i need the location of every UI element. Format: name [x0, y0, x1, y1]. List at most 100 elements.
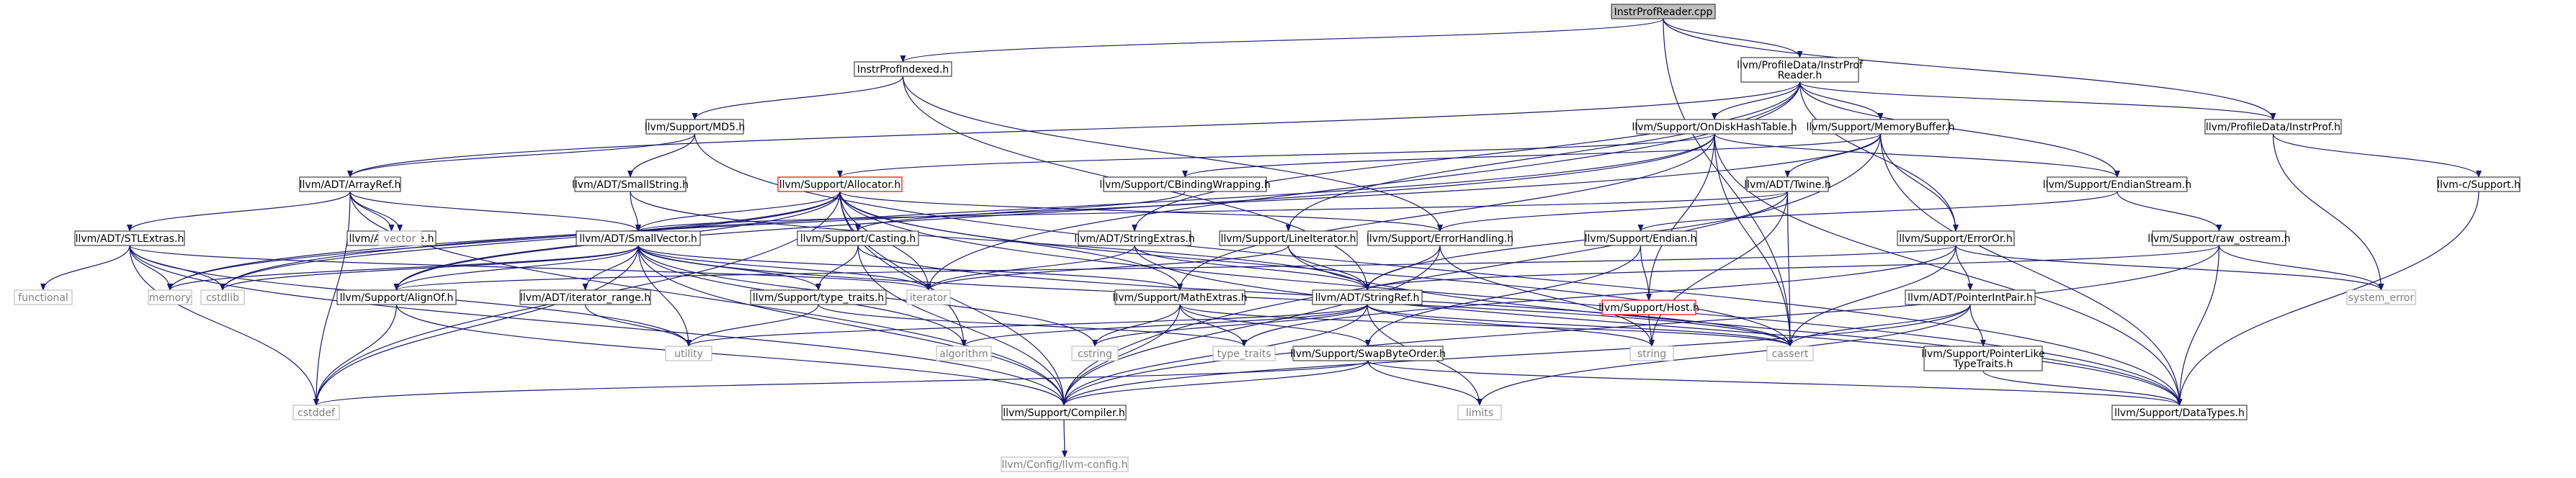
edge-twine-to-cassert: [1786, 191, 1793, 347]
node-label-md5-0: llvm/Support/MD5.h: [645, 122, 746, 133]
node-errorhandling[interactable]: llvm/Support/ErrorHandling.h: [1367, 230, 1513, 246]
edge-instrprof-to-csupport: [2272, 133, 2482, 178]
node-label-smallstring-0: llvm/ADT/SmallString.h: [572, 179, 689, 191]
node-label-mathextras-0: llvm/Support/MathExtras.h: [1112, 292, 1247, 304]
node-swapbyteorder[interactable]: llvm/Support/SwapByteOrder.h: [1290, 346, 1446, 361]
node-endianstream[interactable]: llvm/Support/EndianStream.h: [2043, 176, 2191, 192]
node-stringref[interactable]: llvm/ADT/StringRef.h: [1312, 289, 1423, 305]
edge-stringref-to-string: [1367, 304, 1655, 347]
edge-stringextras-to-iterator: [926, 245, 1135, 291]
node-limits: limits: [1457, 405, 1502, 420]
node-box-stlextras: [74, 230, 185, 246]
edge-smallvector-to-mathextras: [638, 245, 1183, 291]
edge-swapbyteorder-to-compiler: [1061, 360, 1369, 406]
edge-stringref-to-cassert: [1367, 304, 1793, 347]
edge-cbinding-to-casting: [855, 191, 1186, 232]
edge-mathextras-to-cstring: [1092, 304, 1181, 347]
node-label-twine-0: llvm/ADT/Twine.h: [1744, 179, 1830, 191]
edge-erroror-to-alignof: [394, 245, 1956, 291]
node-box-csupport: [2437, 176, 2521, 192]
node-compiler[interactable]: llvm/Support/Compiler.h: [1001, 405, 1127, 420]
node-twine[interactable]: llvm/ADT/Twine.h: [1744, 176, 1831, 192]
edge-compiler-to-llvmconfig: [1061, 419, 1068, 458]
edge-allocator-to-cstdlib: [220, 191, 841, 291]
edge-stlextras-to-iterator: [129, 245, 931, 291]
node-allocator[interactable]: llvm/Support/Allocator.h: [777, 176, 903, 192]
node-instrprofindexed[interactable]: InstrProfIndexed.h: [854, 61, 952, 77]
edge-ondisk-to-datatypes: [1714, 133, 2183, 406]
node-datatypes[interactable]: llvm/Support/DataTypes.h: [2111, 405, 2248, 420]
node-box-erroror: [1897, 230, 2015, 246]
node-lineiterator[interactable]: llvm/Support/LineIterator.h: [1219, 230, 1358, 246]
edge-pointerintpair-to-compiler: [1061, 304, 1971, 406]
node-smallvector[interactable]: llvm/ADT/SmallVector.h: [576, 230, 701, 246]
edge-casting-to-typetraits: [815, 245, 859, 291]
edge-rawostream-to-stringref: [1364, 245, 2220, 291]
edge-stringref-to-utility: [686, 304, 1368, 347]
node-label-casting-0: llvm/Support/Casting.h: [800, 233, 916, 245]
node-label-iteratorrange-0: llvm/ADT/iterator_range.h: [520, 292, 650, 304]
edge-smallvector-to-utility: [638, 245, 692, 347]
node-label-allocator-0: llvm/Support/Allocator.h: [779, 179, 901, 191]
edge-arrayref-to-stlextras: [127, 191, 351, 232]
node-label-functional-0: functional: [18, 292, 68, 304]
node-arrayref[interactable]: llvm/ADT/ArrayRef.h: [299, 176, 401, 192]
node-box-smallvector: [576, 230, 701, 246]
node-label-arrayref-0: llvm/ADT/ArrayRef.h: [300, 179, 401, 191]
edge-memorybuffer-to-cbinding: [1182, 133, 1882, 178]
node-root[interactable]: InstrProfReader.cpp: [1611, 4, 1716, 19]
node-box-cstddef: [292, 405, 340, 420]
edge-stlextras-to-functional: [40, 245, 130, 291]
node-box-md5: [645, 119, 744, 135]
node-label-ondisk-0: llvm/Support/OnDiskHashTable.h: [1632, 122, 1797, 133]
edge-stringextras-to-stringref: [1134, 245, 1370, 291]
edge-smallvector-to-cstddef: [313, 245, 639, 406]
node-box-host: [1601, 299, 1696, 315]
node-label-stlextras-0: llvm/ADT/STLExtras.h: [76, 233, 184, 245]
node-alignof[interactable]: llvm/Support/AlignOf.h: [336, 289, 457, 305]
node-stringextras[interactable]: llvm/ADT/StringExtras.h: [1074, 230, 1195, 246]
node-label-stringref-0: llvm/ADT/StringRef.h: [1315, 292, 1420, 304]
node-rawostream[interactable]: llvm/Support/raw_ostream.h: [2147, 230, 2291, 246]
edge-pointerintpair-to-limits: [1477, 304, 1971, 406]
node-casting[interactable]: llvm/Support/Casting.h: [797, 230, 919, 246]
node-endian[interactable]: llvm/Support/Endian.h: [1584, 230, 1697, 246]
node-box-utility: [665, 346, 712, 361]
node-box-allocator: [777, 176, 903, 192]
edge-root-to-instrprof: [1663, 18, 2276, 120]
node-erroror[interactable]: llvm/Support/ErrorOr.h: [1897, 230, 2015, 246]
node-host[interactable]: llvm/Support/Host.h: [1598, 299, 1699, 315]
node-mathextras[interactable]: llvm/Support/MathExtras.h: [1112, 289, 1248, 305]
node-ondisk[interactable]: llvm/Support/OnDiskHashTable.h: [1632, 119, 1797, 135]
node-vector: vector: [377, 230, 422, 246]
node-typetraits[interactable]: llvm/Support/type_traits.h: [750, 289, 887, 305]
node-iteratorrange[interactable]: llvm/ADT/iterator_range.h: [519, 289, 651, 305]
node-label-limits-0: limits: [1466, 407, 1493, 419]
node-label-systemerror-0: system_error: [2348, 292, 2415, 304]
node-csupport[interactable]: llvm-c/Support.h: [2437, 176, 2521, 192]
edge-endianstream-to-rawostream: [2116, 191, 2222, 232]
node-instrprof[interactable]: llvm/ProfileData/InstrProf.h: [2204, 119, 2342, 135]
edge-alignof-to-cstddef: [313, 304, 398, 406]
edge-smallvector-to-alignof: [393, 245, 639, 291]
node-box-errorhandling: [1367, 230, 1513, 246]
node-box-swapbyteorder: [1292, 346, 1444, 361]
node-pointerintpair[interactable]: llvm/ADT/PointerIntPair.h: [1905, 289, 2036, 305]
node-memorybuffer[interactable]: llvm/Support/MemoryBuffer.h: [1807, 119, 1955, 135]
node-instrprofreader[interactable]: llvm/ProfileData/InstrProfReader.h: [1737, 57, 1864, 83]
edges-layer: [40, 18, 2482, 458]
edge-root-to-cassert: [1663, 18, 1793, 347]
node-label-alignof-0: llvm/Support/AlignOf.h: [340, 292, 454, 304]
node-stlextras[interactable]: llvm/ADT/STLExtras.h: [74, 230, 185, 246]
node-cbinding[interactable]: llvm/Support/CBindingWrapping.h: [1099, 176, 1271, 192]
node-md5[interactable]: llvm/Support/MD5.h: [645, 119, 746, 135]
node-label-cassert-0: cassert: [1772, 348, 1809, 360]
node-smallstring[interactable]: llvm/ADT/SmallString.h: [572, 176, 689, 192]
node-label-typetraits-0: llvm/Support/type_traits.h: [753, 292, 885, 304]
node-box-compiler: [1001, 405, 1127, 420]
node-box-limits: [1457, 405, 1502, 420]
node-label-endianstream-0: llvm/Support/EndianStream.h: [2043, 179, 2191, 191]
node-label-instrprofindexed-0: InstrProfIndexed.h: [857, 64, 949, 76]
edge-allocator-to-compiler: [839, 191, 1067, 406]
